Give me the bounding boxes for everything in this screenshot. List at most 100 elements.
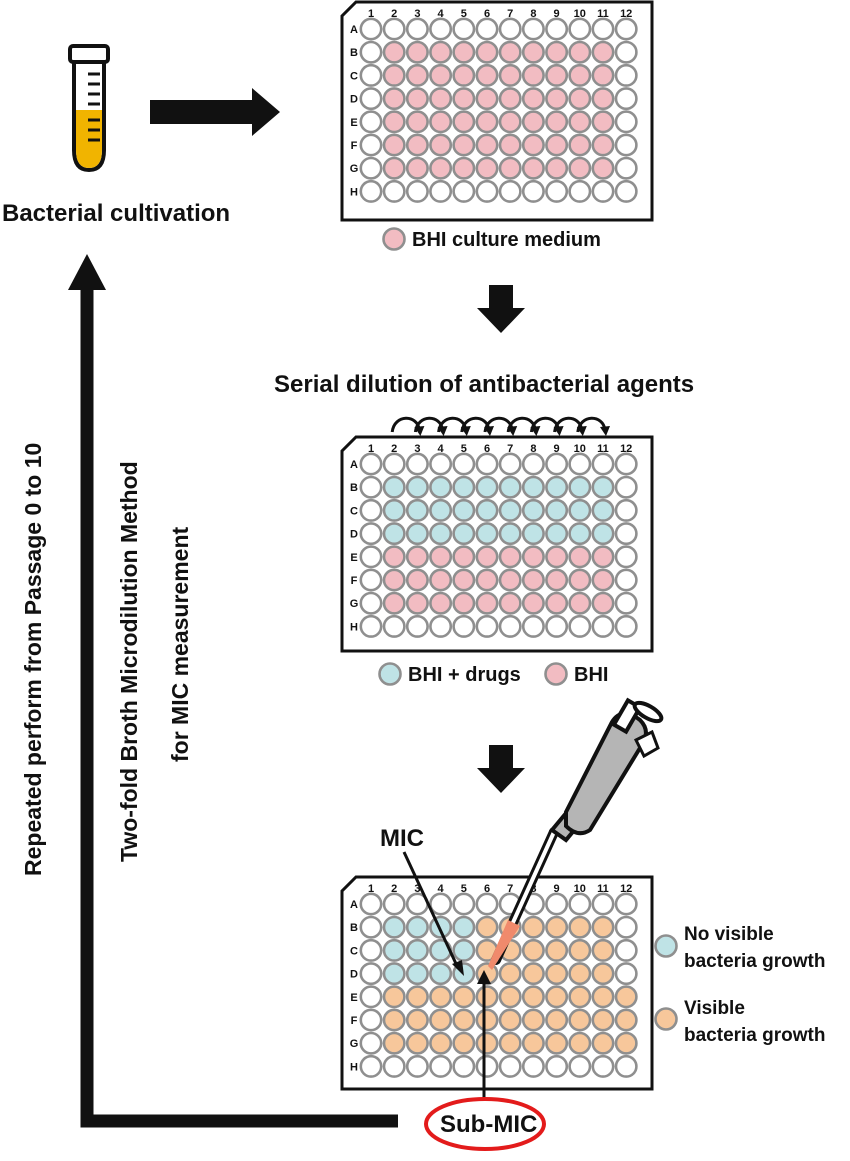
well — [614, 40, 638, 64]
well — [498, 110, 522, 134]
well — [429, 40, 453, 64]
well — [475, 133, 499, 157]
well — [452, 522, 476, 546]
well — [475, 568, 499, 592]
well — [591, 156, 615, 180]
column-label: 8 — [530, 8, 536, 20]
well — [591, 133, 615, 157]
well — [545, 591, 569, 615]
well — [359, 63, 383, 87]
well — [591, 938, 615, 962]
well — [429, 475, 453, 499]
well — [405, 962, 429, 986]
well — [475, 475, 499, 499]
well — [545, 938, 569, 962]
legend-label: bacteria growth — [684, 951, 825, 972]
legend-label: Visible — [684, 998, 745, 1019]
well — [498, 614, 522, 638]
well — [382, 475, 406, 499]
legend-label: BHI — [574, 664, 608, 686]
row-label: A — [350, 459, 358, 471]
arrow-down-icon — [477, 285, 525, 333]
well — [382, 179, 406, 203]
well — [568, 63, 592, 87]
column-label: 3 — [414, 443, 420, 455]
well — [614, 1008, 638, 1032]
legend-swatch — [544, 662, 568, 686]
well — [452, 568, 476, 592]
well — [498, 1008, 522, 1032]
well — [429, 1008, 453, 1032]
well — [568, 179, 592, 203]
well — [429, 133, 453, 157]
well — [429, 1031, 453, 1055]
well — [359, 962, 383, 986]
well — [382, 545, 406, 569]
well — [568, 475, 592, 499]
well — [591, 915, 615, 939]
well — [545, 87, 569, 111]
well — [475, 452, 499, 476]
well — [521, 1031, 545, 1055]
well — [521, 156, 545, 180]
well — [382, 110, 406, 134]
well — [521, 475, 545, 499]
row-label: H — [350, 1061, 358, 1073]
well — [475, 985, 499, 1009]
well — [382, 17, 406, 41]
row-label: G — [350, 163, 359, 175]
well — [521, 1008, 545, 1032]
well — [591, 498, 615, 522]
row-label: B — [350, 482, 358, 494]
row-label: G — [350, 1038, 359, 1050]
well — [429, 522, 453, 546]
well — [452, 40, 476, 64]
well — [359, 591, 383, 615]
column-label: 7 — [507, 443, 513, 455]
well — [568, 87, 592, 111]
well — [475, 40, 499, 64]
row-label: A — [350, 24, 358, 36]
well — [405, 591, 429, 615]
well — [568, 1008, 592, 1032]
column-label: 12 — [620, 883, 632, 895]
well — [545, 985, 569, 1009]
well — [545, 522, 569, 546]
well — [405, 87, 429, 111]
well — [429, 591, 453, 615]
well — [498, 63, 522, 87]
well — [521, 133, 545, 157]
well — [405, 498, 429, 522]
serial-dilution-label: Serial dilution of antibacterial agents — [274, 371, 694, 398]
well — [614, 614, 638, 638]
well — [475, 498, 499, 522]
well — [382, 452, 406, 476]
well — [359, 133, 383, 157]
row-label: E — [350, 552, 357, 564]
arrowhead-icon — [452, 960, 464, 976]
well — [359, 110, 383, 134]
well — [521, 962, 545, 986]
well — [545, 17, 569, 41]
column-label: 11 — [597, 883, 609, 895]
well — [382, 915, 406, 939]
well — [521, 1054, 545, 1078]
well — [545, 545, 569, 569]
well — [498, 568, 522, 592]
column-label: 1 — [368, 443, 374, 455]
well — [591, 1031, 615, 1055]
well — [521, 87, 545, 111]
well — [452, 498, 476, 522]
column-label: 4 — [438, 883, 445, 895]
well — [452, 63, 476, 87]
well — [405, 133, 429, 157]
well — [568, 568, 592, 592]
column-label: 2 — [391, 883, 397, 895]
well — [591, 985, 615, 1009]
well — [359, 452, 383, 476]
column-label: 3 — [414, 8, 420, 20]
well — [359, 1031, 383, 1055]
